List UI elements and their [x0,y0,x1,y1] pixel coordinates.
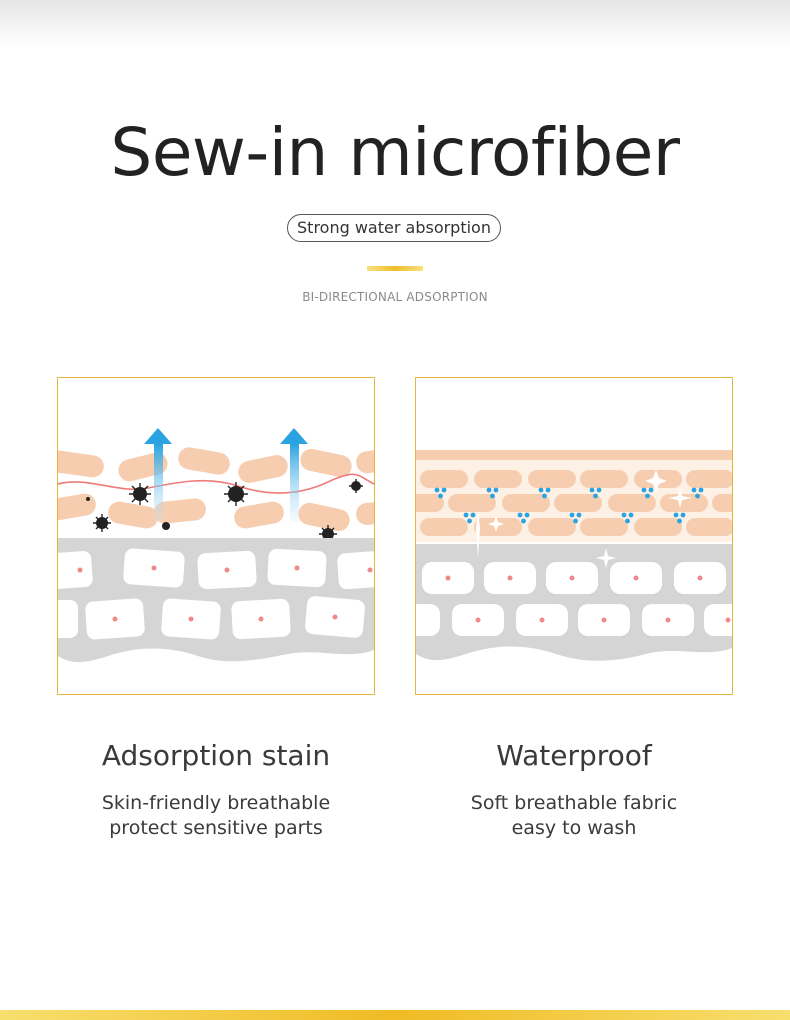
arrow-up-icon [154,444,163,522]
arrow-up-icon [144,428,172,444]
arrow-up-icon [290,444,299,522]
sparkle-icon [476,470,692,568]
waterproof-illustration [415,377,733,695]
section-kicker: BI-DIRECTIONAL ADSORPTION [302,290,488,304]
top-shade [0,0,790,48]
skin-layer [416,544,732,661]
cell-nuclei [445,575,731,623]
page-title: Sew-in microfiber [110,114,680,191]
water-droplet-icon [434,487,704,524]
feature-title-adsorption: Adsorption stain [101,739,331,772]
fabric-top-band [416,450,732,460]
feature-desc-line: Skin-friendly breathable [101,792,331,814]
arrow-up-icon [280,428,308,444]
feature-desc-line: easy to wash [511,817,637,839]
cell-nuclei [77,565,373,622]
adsorption-illustration [57,377,375,695]
feature-desc-line: Soft breathable fabric [470,792,678,814]
feature-pill: Strong water absorption [287,214,501,242]
feature-desc-line: protect sensitive parts [109,817,323,839]
bottom-gold-bar [0,1010,790,1020]
skin-cells [416,562,732,636]
feature-title-waterproof: Waterproof [496,739,652,772]
gold-divider [367,266,423,271]
sewing-thread [58,473,374,494]
fiber-layer [58,447,374,532]
